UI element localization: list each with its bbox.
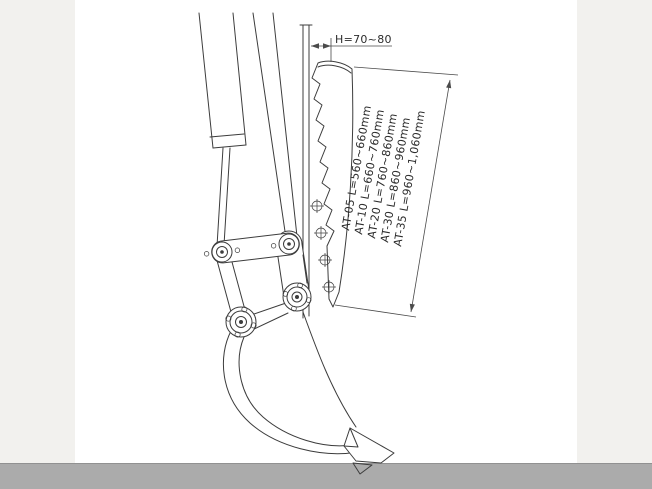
ripper-shank	[222, 302, 359, 455]
bottom-bar	[0, 463, 652, 489]
tooth-point	[343, 427, 395, 475]
serrated-blade	[311, 60, 354, 308]
bucket-hub-right	[282, 282, 312, 312]
bucket-hub-left	[225, 306, 257, 338]
bolt-holes	[310, 199, 336, 294]
rod-pivot	[203, 241, 241, 263]
arm-pivot	[270, 233, 300, 255]
hydraulic-cylinder	[198, 12, 247, 247]
h-dimension-label: H=70~80	[335, 33, 392, 46]
h-dimension: H=70~80	[311, 33, 392, 62]
length-dimension: AT-35 L=960~1,060mm AT-30 L=860~960mm AT…	[334, 66, 459, 318]
